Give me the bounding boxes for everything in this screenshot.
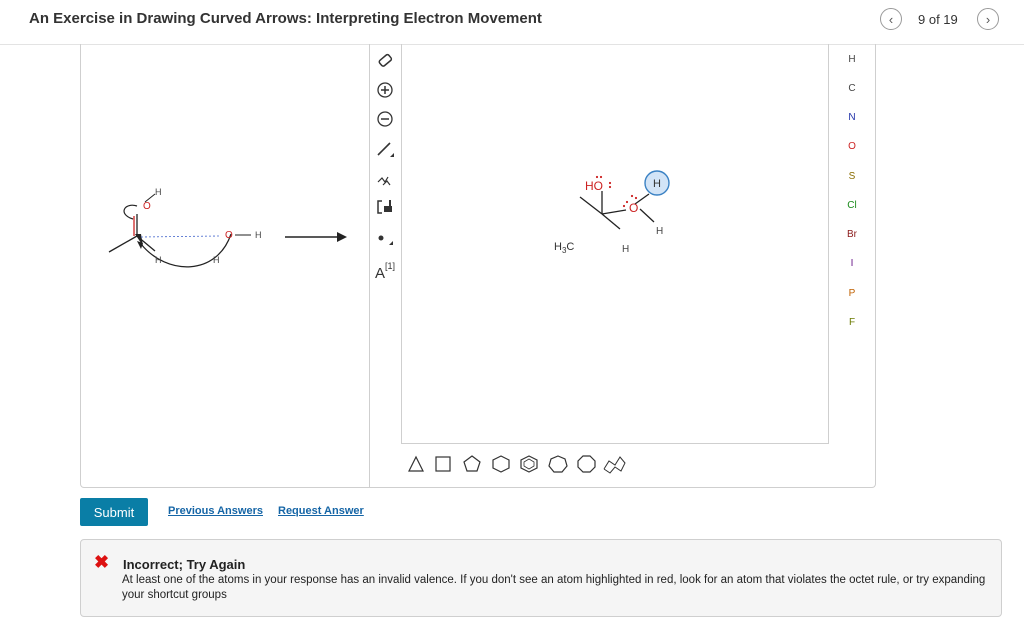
lone-pair-tool[interactable] <box>375 228 395 248</box>
atom-h-button[interactable]: H <box>848 54 856 65</box>
atom-p-button[interactable]: P <box>848 288 856 299</box>
feedback-box: ✖ Incorrect; Try Again At least one of t… <box>80 539 1002 617</box>
heptagon-icon[interactable] <box>548 455 568 473</box>
drawing-toolbar: A[1] <box>370 44 400 487</box>
reactant-hydroxide-o: O <box>225 230 233 241</box>
hexagon-icon[interactable] <box>492 455 510 473</box>
eraser-tool[interactable] <box>375 50 395 70</box>
label-tool-letter: A <box>375 265 386 282</box>
triangle-icon[interactable] <box>408 455 424 472</box>
product-oxygen: O <box>629 201 638 215</box>
pentagon-icon[interactable] <box>463 455 481 472</box>
product-structure: HO O H H H3C H <box>554 170 670 255</box>
previous-item-button[interactable]: ‹ <box>880 8 902 30</box>
chain-icon <box>377 176 391 186</box>
feedback-title: Incorrect; Try Again <box>123 557 246 572</box>
shape-templates <box>401 449 829 479</box>
product-h-bottom: H <box>622 244 629 255</box>
feedback-message: At least one of the atoms in your respon… <box>122 574 986 601</box>
minus-charge-icon <box>377 111 393 127</box>
lone-pair-icon <box>378 235 393 245</box>
minus-charge-tool[interactable] <box>375 109 395 129</box>
atom-palette: H C N O S Cl Br I P F <box>829 44 875 444</box>
request-answer-link[interactable]: Request Answer <box>278 505 364 517</box>
eraser-icon <box>378 53 393 67</box>
page-title: An Exercise in Drawing Curved Arrows: In… <box>29 10 542 27</box>
template-tool[interactable] <box>375 197 395 217</box>
previous-answers-link[interactable]: Previous Answers <box>168 505 263 517</box>
plus-charge-tool[interactable] <box>375 80 395 100</box>
label-tool-index: [1] <box>385 261 396 271</box>
chair-icon[interactable] <box>603 456 626 474</box>
reactant-carbonyl-o: O <box>143 201 151 212</box>
submit-button[interactable]: Submit <box>80 498 148 526</box>
header: An Exercise in Drawing Curved Arrows: In… <box>0 0 1024 45</box>
item-counter: 9 of 19 <box>918 12 958 27</box>
divider <box>369 44 370 487</box>
reaction-scheme: H O O H H H <box>81 44 369 487</box>
close-icon: ✖ <box>94 552 110 572</box>
question-panel: H O O H H H <box>80 44 876 488</box>
template-icon <box>377 200 392 214</box>
reactant-h-bottom: H <box>213 255 220 265</box>
atom-label-tool[interactable]: A[1] <box>375 256 395 282</box>
highlighted-hydrogen: H <box>653 178 661 190</box>
chevron-left-icon: ‹ <box>888 11 894 27</box>
atom-br-button[interactable]: Br <box>847 229 857 240</box>
atom-f-button[interactable]: F <box>848 317 856 328</box>
drawing-canvas[interactable]: HO O H H H3C H <box>401 44 829 444</box>
product-h-right: H <box>656 226 663 237</box>
chain-tool[interactable] <box>375 169 395 189</box>
shape-row <box>408 455 626 474</box>
single-bond-icon <box>377 142 394 157</box>
single-bond-tool[interactable] <box>375 139 395 159</box>
reactant-h-left: H <box>155 255 162 265</box>
benzene-icon[interactable] <box>520 455 538 473</box>
atom-s-button[interactable]: S <box>848 171 856 182</box>
product-methyl: H3C <box>554 241 574 255</box>
reactant-h-top: H <box>155 187 162 197</box>
chevron-right-icon: › <box>985 11 991 27</box>
next-item-button[interactable]: › <box>977 8 999 30</box>
atom-o-button[interactable]: O <box>848 141 856 152</box>
reactant-h-right: H <box>255 230 262 240</box>
atom-n-button[interactable]: N <box>848 112 856 123</box>
atom-cl-button[interactable]: Cl <box>847 200 857 211</box>
square-icon[interactable] <box>435 456 451 472</box>
atom-c-button[interactable]: C <box>848 83 856 94</box>
octagon-icon[interactable] <box>577 455 596 473</box>
plus-charge-icon <box>377 82 393 98</box>
product-hydroxyl: HO <box>585 179 603 193</box>
atom-i-button[interactable]: I <box>850 258 854 269</box>
reaction-drawing: H O O H H H <box>108 187 347 268</box>
